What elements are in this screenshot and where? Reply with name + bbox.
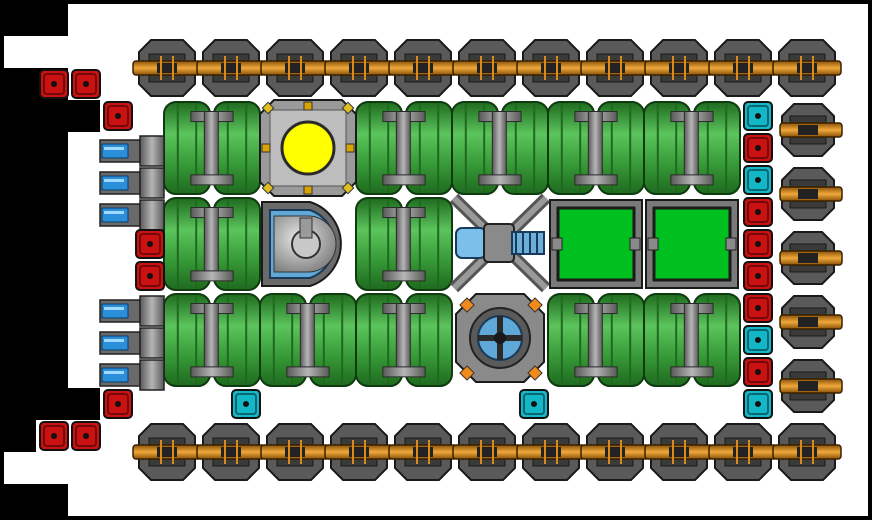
cannon-turret-icon[interactable] bbox=[388, 39, 458, 97]
red-armor-block-icon[interactable] bbox=[71, 421, 101, 451]
cannon-turret-icon[interactable] bbox=[772, 423, 842, 481]
green-tank-module-icon bbox=[547, 101, 645, 195]
side-cannon-icon[interactable] bbox=[779, 231, 843, 285]
laser-cannon-icon[interactable] bbox=[449, 193, 551, 293]
blue-thruster-icon[interactable] bbox=[99, 359, 165, 391]
red-armor-block-icon[interactable] bbox=[39, 421, 69, 451]
gyroscope-dome-icon[interactable] bbox=[261, 201, 342, 287]
blue-thruster-icon[interactable] bbox=[99, 167, 165, 199]
cannon-turret-icon[interactable] bbox=[580, 39, 650, 97]
green-tank-module-icon bbox=[163, 101, 261, 195]
cyan-shield-block-icon[interactable] bbox=[231, 389, 261, 419]
red-armor-block-icon[interactable] bbox=[743, 229, 773, 259]
green-tank-module-icon bbox=[355, 293, 453, 387]
blue-thruster-icon[interactable] bbox=[99, 135, 165, 167]
cyan-shield-block-icon[interactable] bbox=[743, 165, 773, 195]
cannon-turret-icon[interactable] bbox=[132, 423, 202, 481]
cannon-turret-icon[interactable] bbox=[516, 423, 586, 481]
green-cargo-hold-icon[interactable] bbox=[549, 199, 643, 289]
cannon-turret-icon[interactable] bbox=[452, 39, 522, 97]
red-armor-block-icon[interactable] bbox=[71, 69, 101, 99]
cannon-turret-icon[interactable] bbox=[132, 39, 202, 97]
red-armor-block-icon[interactable] bbox=[103, 389, 133, 419]
yellow-reactor-core-icon[interactable] bbox=[259, 99, 357, 197]
cannon-turret-icon[interactable] bbox=[708, 39, 778, 97]
cannon-turret-icon[interactable] bbox=[772, 39, 842, 97]
red-armor-block-icon[interactable] bbox=[743, 133, 773, 163]
green-tank-module-icon bbox=[451, 101, 549, 195]
cannon-turret-icon[interactable] bbox=[388, 423, 458, 481]
cannon-turret-icon[interactable] bbox=[196, 39, 266, 97]
red-armor-block-icon[interactable] bbox=[135, 229, 165, 259]
shield-generator-icon[interactable] bbox=[455, 293, 545, 383]
side-cannon-icon[interactable] bbox=[779, 295, 843, 349]
green-tank-module-icon bbox=[355, 197, 453, 291]
red-armor-block-icon[interactable] bbox=[743, 261, 773, 291]
cannon-turret-icon[interactable] bbox=[324, 39, 394, 97]
blue-thruster-icon[interactable] bbox=[99, 295, 165, 327]
green-tank-module-icon bbox=[163, 197, 261, 291]
side-cannon-icon[interactable] bbox=[779, 359, 843, 413]
green-tank-module-icon bbox=[355, 101, 453, 195]
cyan-shield-block-icon[interactable] bbox=[743, 101, 773, 131]
side-cannon-icon[interactable] bbox=[779, 103, 843, 157]
cannon-turret-icon[interactable] bbox=[580, 423, 650, 481]
green-tank-module-icon bbox=[259, 293, 357, 387]
cannon-turret-icon[interactable] bbox=[260, 423, 330, 481]
cannon-turret-icon[interactable] bbox=[196, 423, 266, 481]
green-tank-module-icon bbox=[163, 293, 261, 387]
blue-thruster-icon[interactable] bbox=[99, 199, 165, 231]
cannon-turret-icon[interactable] bbox=[324, 423, 394, 481]
cannon-turret-icon[interactable] bbox=[260, 39, 330, 97]
cannon-turret-icon[interactable] bbox=[644, 39, 714, 97]
cannon-turret-icon[interactable] bbox=[516, 39, 586, 97]
cannon-turret-icon[interactable] bbox=[644, 423, 714, 481]
blue-thruster-icon[interactable] bbox=[99, 327, 165, 359]
green-cargo-hold-icon[interactable] bbox=[645, 199, 739, 289]
cyan-shield-block-icon[interactable] bbox=[519, 389, 549, 419]
green-tank-module-icon bbox=[643, 293, 741, 387]
red-armor-block-icon[interactable] bbox=[135, 261, 165, 291]
red-armor-block-icon[interactable] bbox=[39, 69, 69, 99]
green-tank-module-icon bbox=[643, 101, 741, 195]
green-tank-module-icon bbox=[547, 293, 645, 387]
red-armor-block-icon[interactable] bbox=[743, 197, 773, 227]
side-cannon-icon[interactable] bbox=[779, 167, 843, 221]
cannon-turret-icon[interactable] bbox=[708, 423, 778, 481]
red-armor-block-icon[interactable] bbox=[743, 357, 773, 387]
red-armor-block-icon[interactable] bbox=[103, 101, 133, 131]
cyan-shield-block-icon[interactable] bbox=[743, 389, 773, 419]
cannon-turret-icon[interactable] bbox=[452, 423, 522, 481]
cyan-shield-block-icon[interactable] bbox=[743, 325, 773, 355]
red-armor-block-icon[interactable] bbox=[743, 293, 773, 323]
